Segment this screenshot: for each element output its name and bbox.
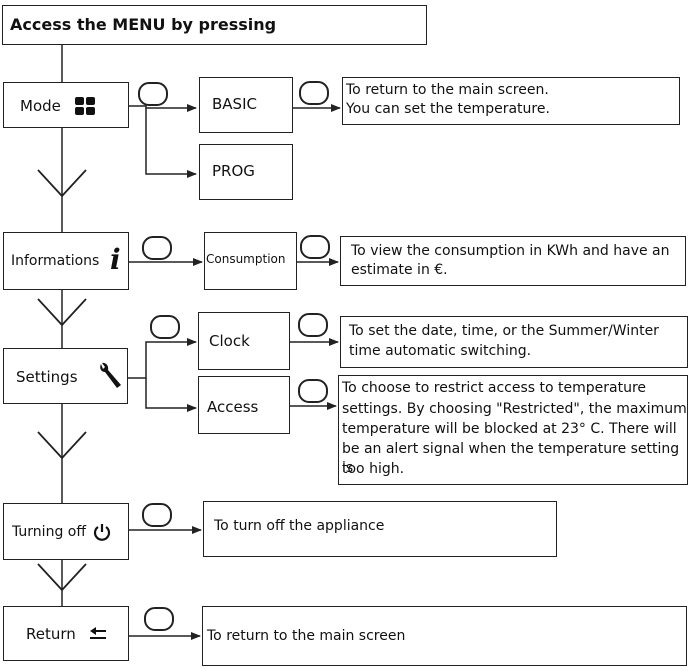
access-description-line: To choose to restrict access to temperat… — [342, 380, 647, 396]
consumption-description-line: To view the consumption in KWh and have … — [351, 243, 670, 259]
mode-box[interactable]: Mode — [3, 82, 129, 128]
basic-description-box: To return to the main screen. You can se… — [342, 77, 680, 125]
oval-button-icon — [298, 379, 328, 403]
oval-button-icon — [142, 236, 172, 260]
oval-button-icon — [144, 607, 174, 631]
basic-description-line: To return to the main screen. — [346, 82, 549, 98]
consumption-option-label: Consumption — [206, 252, 286, 266]
oval-button-icon — [299, 81, 329, 105]
prog-option-box[interactable]: PROG — [199, 144, 293, 200]
return-box[interactable]: Return — [3, 606, 129, 661]
oval-button-icon — [138, 82, 168, 106]
consumption-description-box: To view the consumption in KWh and have … — [340, 236, 686, 286]
return-label: Return — [26, 625, 76, 643]
access-description-line: temperature will be blocked at 23° C. Th… — [342, 421, 677, 437]
power-icon — [93, 524, 111, 541]
access-description-line: too high. — [342, 461, 405, 477]
informations-label: Informations — [11, 253, 100, 269]
consumption-description-line: estimate in €. — [351, 262, 448, 278]
mode-label: Mode — [20, 97, 61, 115]
basic-description-line: You can set the temperature. — [346, 101, 550, 117]
settings-box[interactable]: Settings — [3, 348, 128, 404]
oval-button-icon — [150, 315, 180, 339]
wrench-icon — [100, 362, 121, 388]
chevron-down-icon — [37, 298, 87, 327]
chevron-down-icon — [37, 169, 87, 198]
access-description-box: To choose to restrict access to temperat… — [338, 375, 688, 485]
clock-option-label: Clock — [209, 332, 250, 350]
prog-option-label: PROG — [212, 162, 255, 180]
header-box: Access the MENU by pressing — [2, 5, 427, 45]
oval-button-icon — [300, 235, 330, 259]
oval-button-icon — [142, 503, 172, 527]
turning-off-label: Turning off — [12, 524, 86, 540]
access-description-line: settings. By choosing "Restricted", the … — [342, 401, 687, 417]
clock-description-box: To set the date, time, or the Summer/Win… — [340, 316, 688, 368]
chevron-down-icon — [37, 563, 87, 592]
clock-description-line: To set the date, time, or the Summer/Win… — [349, 323, 659, 339]
info-i-icon: i — [110, 243, 121, 276]
turning-off-description-box: To turn off the appliance — [203, 501, 557, 557]
clock-description-line: time automatic switching. — [349, 343, 532, 359]
four-squares-icon — [75, 97, 95, 115]
basic-option-label: BASIC — [212, 95, 257, 113]
basic-option-box[interactable]: BASIC — [199, 77, 293, 133]
access-option-label: Access — [207, 398, 259, 416]
header-text: Access the MENU by pressing — [10, 15, 277, 34]
clock-option-box[interactable]: Clock — [198, 312, 290, 370]
informations-box[interactable]: Informations i — [3, 232, 129, 290]
oval-button-icon — [298, 313, 328, 337]
turning-off-description: To turn off the appliance — [214, 518, 385, 534]
return-description: To return to the main screen — [207, 628, 406, 644]
access-description-line: be an alert signal when the temperature … — [342, 441, 680, 476]
return-arrow-icon — [90, 627, 106, 639]
turning-off-box[interactable]: Turning off — [3, 503, 129, 560]
consumption-option-box[interactable]: Consumption — [204, 232, 297, 290]
chevron-down-icon — [37, 431, 87, 460]
settings-label: Settings — [16, 368, 78, 386]
return-description-box: To return to the main screen — [202, 606, 687, 666]
access-option-box[interactable]: Access — [198, 376, 290, 434]
